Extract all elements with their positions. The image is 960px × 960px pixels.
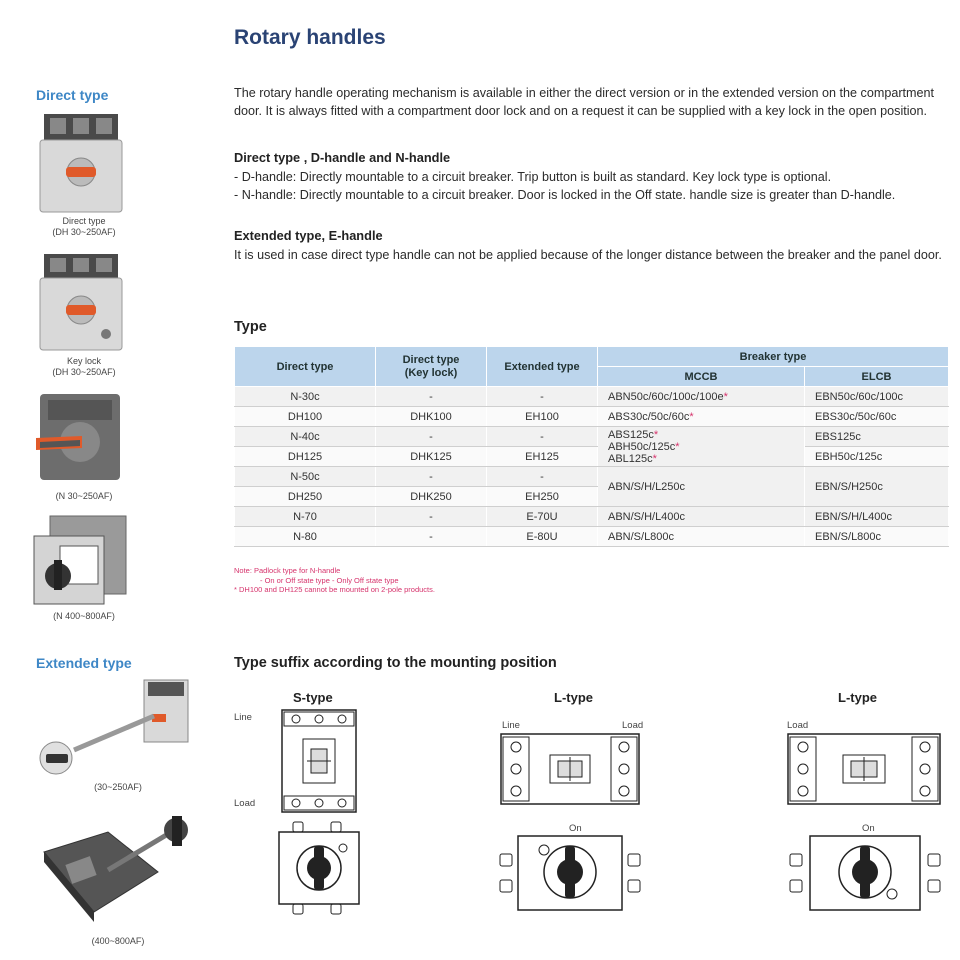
cell-mccb-125: ABS125c* ABH50c/125c* ABL125c*: [597, 426, 805, 467]
cell-direct: DH250: [234, 486, 376, 507]
table-row: N-30c - - ABN50c/60c/100c/100e* EBN50c/6…: [234, 386, 949, 407]
extended-handle-image: [39, 679, 189, 775]
note-line3: * DH100 and DH125 cannot be mounted on 2…: [234, 585, 435, 594]
caption-keylock-line1: Key lock: [66, 356, 101, 366]
caption-keylock-line2: (DH 30~250AF): [52, 367, 116, 377]
l1-on-label: On: [569, 823, 582, 834]
page-title: Rotary handles: [234, 26, 386, 49]
cell-ext: -: [486, 466, 598, 487]
cell-key: -: [375, 506, 487, 527]
cell-mccb: ABN50c/60c/100c/100e*: [597, 386, 805, 407]
table-row: N-50c - - ABN/S/H/L250c EBN/S/H250c: [234, 466, 949, 507]
cell-ext: E-80U: [486, 526, 598, 547]
header-elcb: ELCB: [804, 366, 949, 387]
mounting-title: Type suffix according to the mounting po…: [234, 655, 557, 671]
caption-n-small: (N 30~250AF): [55, 491, 113, 501]
l-type-label-2: L-type: [838, 690, 877, 705]
cell-mccb-250: ABN/S/H/L250c: [597, 466, 805, 507]
l-type-breaker-drawing-1: [500, 733, 640, 805]
caption-extended-small: (30~250AF): [94, 782, 142, 792]
cell-key: DHK250: [375, 486, 487, 507]
l1-line-label: Line: [502, 720, 520, 731]
cell-direct: N-80: [234, 526, 376, 547]
n-handle-text: - N-handle: Directly mountable to a circ…: [234, 188, 896, 202]
cell-key: -: [375, 466, 487, 487]
cell-elcb-250: EBN/S/H250c: [804, 466, 949, 507]
cell-direct: N-40c: [234, 426, 376, 447]
cell-ext: -: [486, 386, 598, 407]
cell-ext: -: [486, 426, 598, 447]
header-direct-key: Direct type (Key lock): [375, 346, 487, 387]
cell-ext: E-70U: [486, 506, 598, 527]
header-extended: Extended type: [486, 346, 598, 387]
cell-direct: N-50c: [234, 466, 376, 487]
cell-key: -: [375, 526, 487, 547]
extended-section-heading: Extended type, E-handle: [234, 228, 383, 243]
cell-key: -: [375, 426, 487, 447]
table-row: DH100 DHK100 EH100 ABS30c/50c/60c* EBS30…: [234, 406, 949, 427]
l-type-breaker-drawing-2: [787, 733, 941, 805]
n-handle-image: [36, 394, 120, 480]
table-row: DH125 DHK125 EH125 EBH50c/125c: [234, 446, 949, 467]
l-type-label-1: L-type: [554, 690, 593, 705]
n-handle-large-image: [33, 515, 127, 605]
cell-elcb-125a: EBS125c: [804, 426, 949, 447]
cell-elcb: EBN50c/60c/100c: [804, 386, 949, 407]
cell-mccb: ABN/S/H/L400c: [597, 506, 805, 527]
cell-ext: EH250: [486, 486, 598, 507]
cell-elcb: EBN/S/L800c: [804, 526, 949, 547]
s-line-label: Line: [234, 712, 252, 723]
direct-section-heading: Direct type , D-handle and N-handle: [234, 150, 451, 165]
cell-elcb: EBN/S/H/L400c: [804, 506, 949, 527]
table-row: N-80 - E-80U ABN/S/L800c EBN/S/L800c: [234, 526, 949, 547]
l2-on-label: On: [862, 823, 875, 834]
cell-mccb: ABS30c/50c/60c*: [597, 406, 805, 427]
extended-type-heading: Extended type: [36, 655, 132, 671]
cell-direct: N-70: [234, 506, 376, 527]
l-type-handle-drawing-2: [789, 835, 941, 911]
type-title: Type: [234, 319, 267, 335]
s-type-handle-drawing: [278, 821, 360, 915]
cell-key: DHK125: [375, 446, 487, 467]
d-handle-text: - D-handle: Directly mountable to a circ…: [234, 170, 832, 184]
l1-load-label: Load: [622, 720, 644, 731]
cell-elcb-125b: EBH50c/125c: [804, 446, 949, 467]
keylock-handle-image: [39, 254, 123, 351]
caption-direct-line2: (DH 30~250AF): [52, 227, 116, 237]
table-row: N-70 - E-70U ABN/S/H/L400c EBN/S/H/L400c: [234, 506, 949, 527]
cell-key: -: [375, 386, 487, 407]
caption-n-large: (N 400~800AF): [53, 611, 115, 621]
s-type-breaker-drawing: [281, 709, 357, 813]
caption-direct-line1: Direct type: [62, 216, 106, 226]
cell-direct: DH125: [234, 446, 376, 467]
s-type-label: S-type: [293, 690, 333, 705]
direct-handle-image: [39, 114, 123, 213]
intro-paragraph: The rotary handle operating mechanism is…: [234, 86, 935, 118]
cell-direct: N-30c: [234, 386, 376, 407]
note-line2: - On or Off state type - Only Off state …: [260, 575, 399, 585]
direct-type-heading: Direct type: [36, 87, 109, 103]
cell-key: DHK100: [375, 406, 487, 427]
cell-mccb: ABN/S/L800c: [597, 526, 805, 547]
header-mccb: MCCB: [597, 366, 805, 387]
table-row: N-40c - - ABS125c* ABH50c/125c* ABL125c*…: [234, 426, 949, 467]
cell-elcb: EBS30c/50c/60c: [804, 406, 949, 427]
note-line1: Note: Padlock type for N-handle: [234, 566, 341, 575]
s-load-label: Load: [234, 798, 256, 809]
cell-direct: DH100: [234, 406, 376, 427]
extended-handle-large-image: [43, 816, 188, 922]
cell-ext: EH125: [486, 446, 598, 467]
header-direct: Direct type: [234, 346, 376, 387]
extended-text: It is used in case direct type handle ca…: [234, 248, 942, 262]
l-type-handle-drawing-1: [499, 835, 641, 911]
table-notes: Note: Padlock type for N-handle - On or …: [234, 566, 435, 595]
caption-extended-large: (400~800AF): [91, 936, 145, 946]
type-table: Direct type Direct type (Key lock) Exten…: [234, 346, 949, 547]
cell-ext: EH100: [486, 406, 598, 427]
l2-load-label: Load: [787, 720, 809, 731]
header-breaker: Breaker type: [597, 346, 949, 367]
